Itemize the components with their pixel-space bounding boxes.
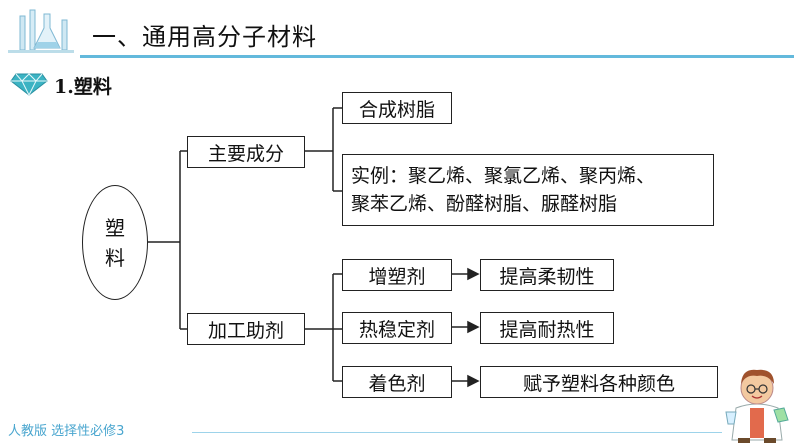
arrowhead-plasticizer [467,267,480,281]
arrowhead-heat-stabilizer [467,320,480,334]
node-colorant: 着色剂 [342,366,452,398]
header-bar: 一、通用高分子材料 [0,0,794,64]
node-effect-colors: 赋予塑料各种颜色 [480,366,718,398]
node-heat-stabilizer: 热稳定剂 [342,312,452,344]
node-effect-flexibility: 提高柔韧性 [480,259,614,291]
node-main-components: 主要成分 [187,136,305,168]
header-divider [80,55,794,58]
node-effect-heat-resistance: 提高耐热性 [480,312,614,344]
root-node-plastic: 塑 料 [82,185,148,300]
root-char-1: 塑 [105,215,125,240]
lab-glassware-icon [8,9,74,53]
footer-line [192,432,722,433]
examples-line-1: 实例：聚乙烯、聚氯乙烯、聚丙烯、 [351,165,656,187]
diamond-gem-icon [10,73,48,96]
root-char-2: 料 [105,245,125,270]
node-examples: 实例：聚乙烯、聚氯乙烯、聚丙烯、 聚苯乙烯、酚醛树脂、脲醛树脂 [342,154,714,226]
node-plasticizer: 增塑剂 [342,259,452,291]
page-title: 一、通用高分子材料 [92,23,317,51]
scientist-mascot-icon [725,369,789,443]
arrowhead-colorant [467,374,480,388]
examples-line-2: 聚苯乙烯、酚醛树脂、脲醛树脂 [351,193,618,215]
node-synthetic-resin: 合成树脂 [342,92,452,124]
section-label: 1.塑料 [54,76,112,98]
footer-text: 人教版 选择性必修3 [8,424,125,439]
node-processing-additives: 加工助剂 [187,313,305,345]
